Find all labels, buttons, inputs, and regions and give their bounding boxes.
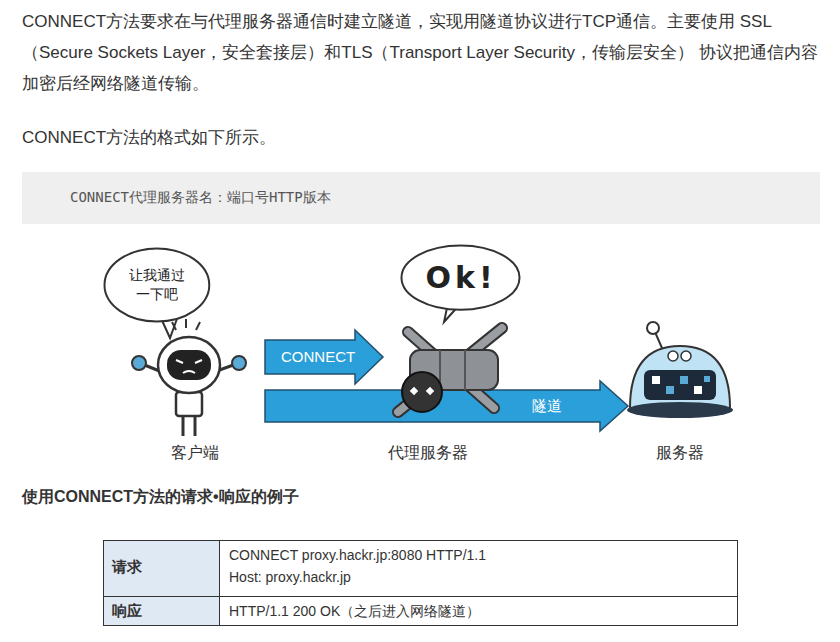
device-blade (398, 328, 502, 412)
robot-eye (176, 360, 183, 363)
device-eye (410, 387, 418, 395)
robot-hand (132, 356, 146, 370)
server-antenna (655, 332, 662, 348)
robot-head (158, 337, 220, 393)
server-robot (627, 322, 733, 418)
table-row-divider (104, 596, 737, 597)
table-header-cell: 请求 (112, 556, 212, 578)
robot-leg (182, 416, 185, 436)
server-base (627, 402, 733, 418)
block-arrow (265, 330, 383, 384)
screen-pixel (694, 386, 702, 394)
code-text: CONNECT代理服务器名：端口号HTTP版本 (70, 189, 331, 207)
proxy-device (398, 302, 502, 412)
bubble-outline (103, 247, 211, 323)
table-cell: CONNECT proxy.hackr.jp:8080 HTTP/1.1 (229, 545, 729, 565)
screen-pixel (666, 386, 674, 394)
robot-eye (195, 360, 202, 363)
section-heading: 使用CONNECT方法的请求•响应的例子 (22, 484, 622, 510)
device-blade (398, 328, 502, 412)
device-eye (426, 387, 434, 395)
robot-mouth (183, 371, 195, 373)
code-box: CONNECT代理服务器名：端口号HTTP版本 (22, 172, 820, 224)
robot-hand (232, 356, 246, 370)
server-eye (668, 351, 678, 361)
table-header-cell: 响应 (112, 600, 212, 622)
bubble-text: 让我通过 一下吧 (126, 266, 188, 304)
speech-bubble: 让我通过 一下吧 (103, 247, 211, 323)
figure-label: 代理服务器 (388, 442, 468, 466)
worry-mark (172, 322, 176, 330)
figure-box: 客户端 (125, 318, 265, 466)
figure-label: 客户端 (171, 442, 219, 466)
figure-box: 代理服务器 (383, 318, 473, 466)
bubble-ellipse (402, 246, 520, 310)
screen-pixel (652, 376, 660, 384)
client-robot (132, 316, 246, 436)
bubble-ellipse (105, 249, 210, 322)
table-cell: HTTP/1.1 200 OK（之后进入网络隧道） (229, 601, 729, 621)
table-cell: Host: proxy.hackr.jp (229, 567, 729, 587)
server-dome (630, 346, 730, 408)
screen-pixel (704, 376, 710, 382)
worry-mark (185, 319, 187, 328)
figure-box: 服务器 (628, 318, 732, 466)
server-screen (644, 370, 716, 400)
robot-body (176, 392, 202, 416)
worry-mark (196, 322, 200, 330)
screen-pixel (680, 376, 688, 384)
body-line: CONNECT方法的格式如下所示。 (22, 122, 622, 153)
robot-leg (194, 416, 197, 436)
figure-label: 服务器 (656, 442, 704, 466)
server-eye (681, 351, 691, 361)
device-face (402, 372, 442, 412)
body-paragraph: CONNECT方法要求在与代理服务器通信时建立隧道，实现用隧道协议进行TCP通信… (22, 6, 827, 99)
device-band (464, 350, 466, 390)
arrow-label: 隧道 (532, 396, 562, 416)
arrow-label: CONNECT (281, 347, 355, 367)
robot-face (167, 350, 211, 380)
bubble-text: Ok! (425, 258, 496, 299)
server-dish (647, 322, 659, 334)
speech-bubble: Ok! (400, 244, 521, 311)
